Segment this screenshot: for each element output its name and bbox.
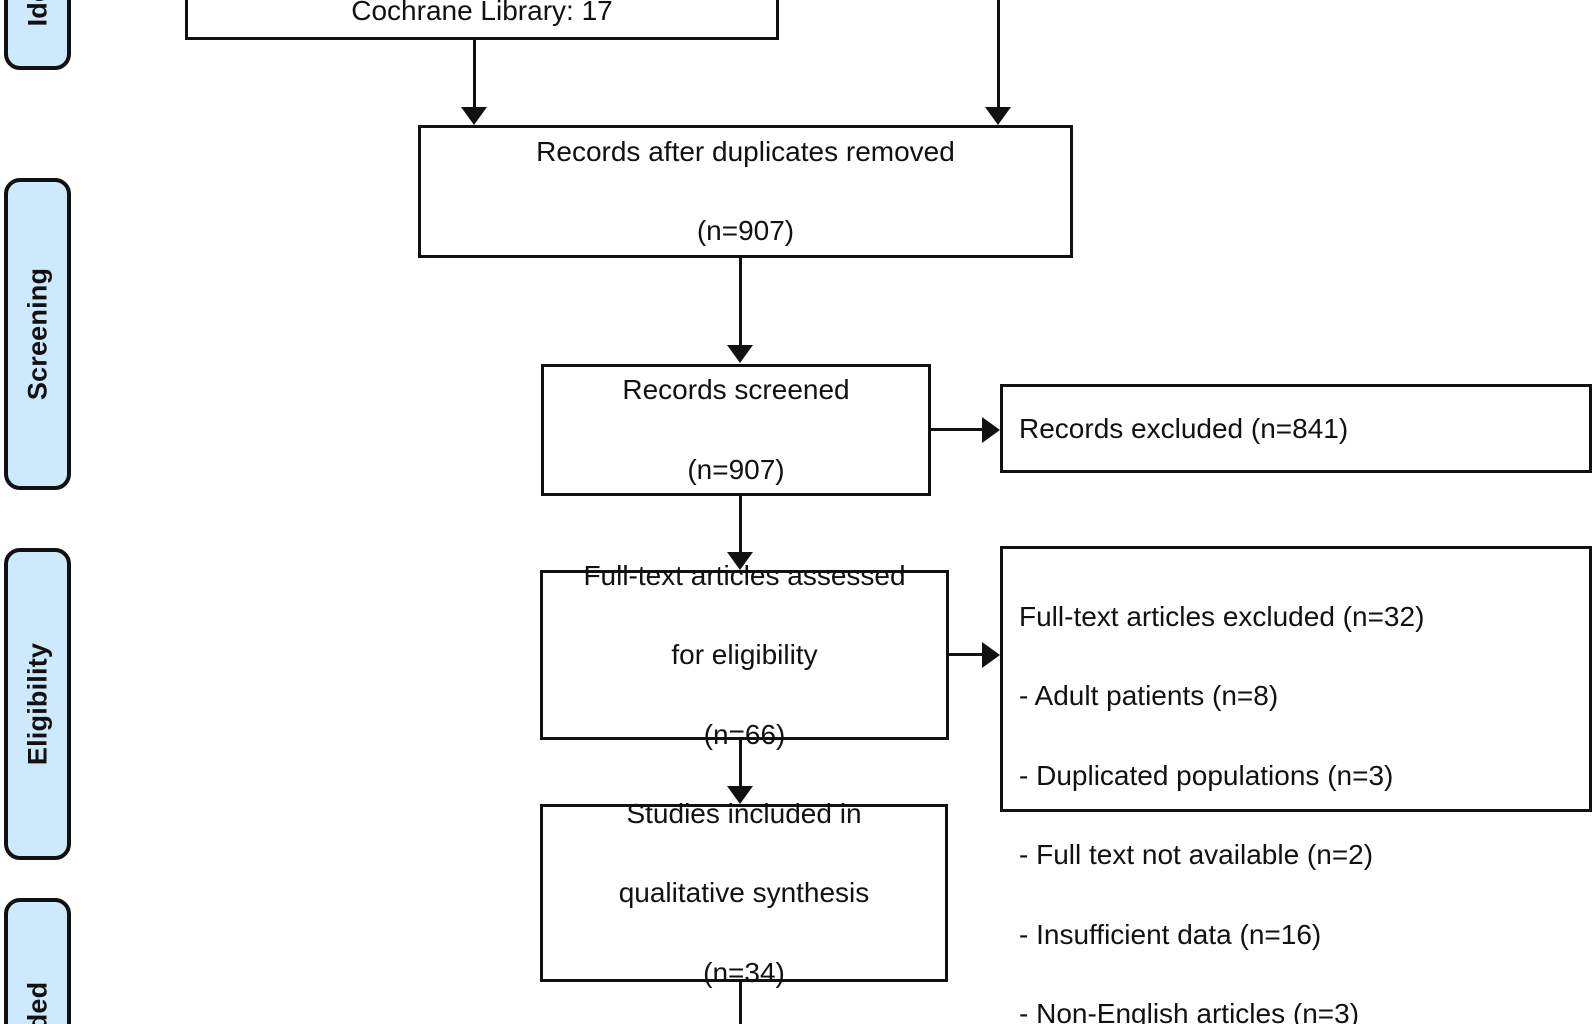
- exclusion-reason-item: - Adult patients (n=8): [1019, 680, 1279, 712]
- records-after-duplicates-removed-count: (n=907): [696, 215, 795, 247]
- qualitative-synthesis-count: (n=34): [703, 956, 785, 988]
- connector-fulltext-to-qualitative: [739, 740, 742, 792]
- phase-label-included: Included: [22, 982, 53, 1024]
- connector-sources-to-duplicates: [473, 40, 476, 113]
- records-excluded-box: Records excluded (n=841): [1000, 384, 1592, 473]
- exclusion-reason-item: - Non-English articles (n=3): [1019, 998, 1360, 1024]
- full-text-assessed-count: (n=66): [703, 718, 786, 750]
- arrow-secondary-source-to-duplicates: [985, 107, 1011, 125]
- arrow-sources-to-duplicates: [461, 107, 487, 125]
- phase-pill-eligibility: Eligibility: [4, 548, 71, 860]
- phase-label-screening: Screening: [22, 267, 52, 401]
- records-screened-box: Records screened (n=907): [541, 364, 931, 496]
- exclusion-reason-item: - Full text not available (n=2): [1019, 839, 1374, 871]
- full-text-assessed-label-line1: Full-text articles assessed: [583, 559, 906, 591]
- qualitative-synthesis-label-line2: qualitative synthesis: [618, 877, 870, 909]
- arrow-screened-to-excluded: [982, 417, 1000, 443]
- phase-pill-included: Included: [4, 898, 71, 1024]
- records-screened-label: Records screened: [622, 374, 850, 406]
- connector-screened-to-excluded: [931, 428, 983, 431]
- database-search-results-text: Cochrane Library: 17: [351, 0, 613, 27]
- phase-pill-screening: Screening: [4, 178, 71, 490]
- database-search-results-box: Cochrane Library: 17: [185, 0, 779, 40]
- connector-qualitative-to-quantitative: [739, 982, 742, 1024]
- connector-duplicates-to-screened: [739, 258, 742, 350]
- exclusion-reason-item: - Insufficient data (n=16): [1019, 918, 1322, 950]
- full-text-excluded-heading: Full-text articles excluded (n=32): [1019, 600, 1425, 632]
- phase-label-identification: Identification: [22, 0, 53, 26]
- arrow-duplicates-to-screened: [727, 345, 753, 363]
- studies-included-qualitative-synthesis-box: Studies included in qualitative synthesi…: [540, 798, 948, 988]
- connector-secondary-source-to-duplicates: [997, 0, 1000, 113]
- exclusion-reason-item: - Duplicated populations (n=3): [1019, 759, 1394, 791]
- full-text-assessed-label-line2: for eligibility: [671, 639, 818, 671]
- qualitative-synthesis-label-line1: Studies included in: [626, 797, 862, 829]
- records-screened-count: (n=907): [687, 453, 785, 485]
- full-text-articles-assessed-box: Full-text articles assessed for eligibil…: [540, 560, 949, 750]
- records-after-duplicates-removed-label: Records after duplicates removed: [536, 135, 955, 167]
- connector-fulltext-to-excluded: [949, 653, 983, 656]
- arrow-screened-to-fulltext: [727, 552, 753, 570]
- phase-pill-identification: Identification: [4, 0, 71, 70]
- arrow-fulltext-to-qualitative: [727, 786, 753, 804]
- phase-label-eligibility: Eligibility: [22, 642, 52, 766]
- arrow-fulltext-to-excluded: [982, 642, 1000, 668]
- records-excluded-text: Records excluded (n=841): [1019, 412, 1349, 444]
- full-text-articles-excluded-box: Full-text articles excluded (n=32) - Adu…: [1000, 546, 1592, 1024]
- records-after-duplicates-removed-box: Records after duplicates removed (n=907): [418, 125, 1073, 258]
- connector-screened-to-fulltext: [739, 496, 742, 558]
